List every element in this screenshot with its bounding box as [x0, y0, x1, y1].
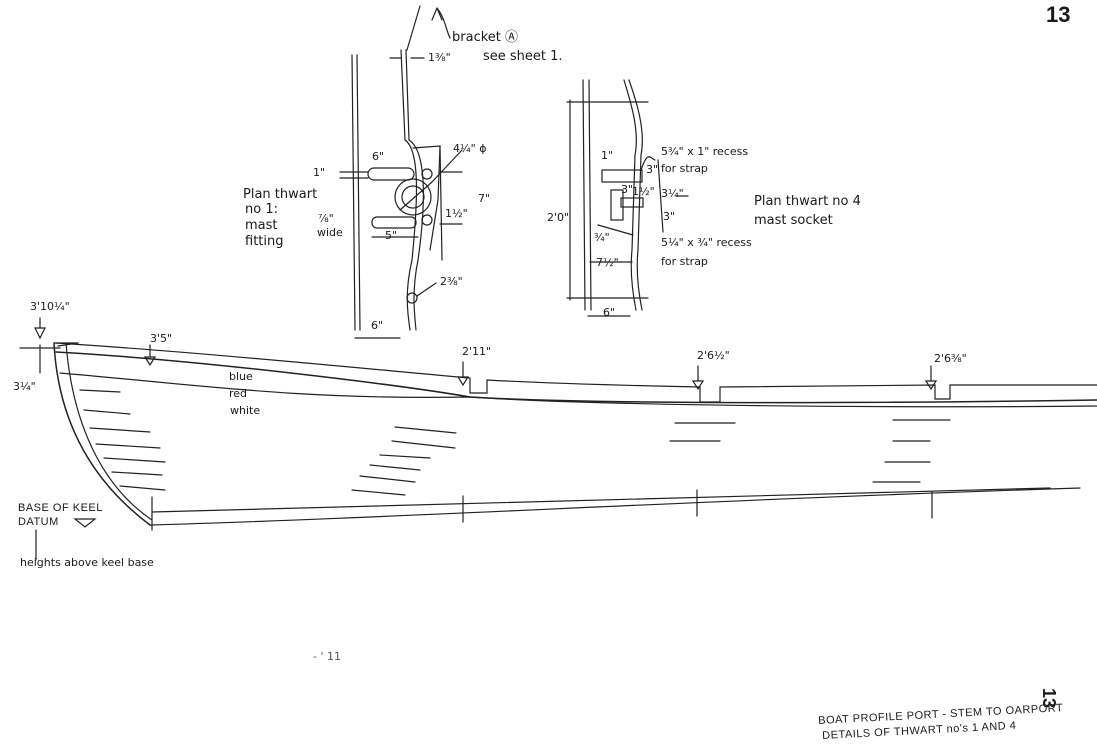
dim-circle: 4¼" ϕ	[453, 142, 487, 155]
dim-5: 5"	[385, 229, 398, 242]
dim-1: 1"	[313, 166, 326, 179]
wide-label: wide	[317, 226, 343, 239]
dim-6-top: 6"	[372, 150, 385, 163]
thwart-2-height: 2'6½"	[697, 349, 730, 362]
socket-dim-1-5: 1½"	[632, 185, 655, 198]
line-label-white: white	[230, 404, 261, 417]
stem-offset-label: 3¼"	[13, 380, 36, 393]
socket-dim-3-4: ¾"	[594, 231, 610, 244]
socket-dim-6: 6"	[603, 306, 616, 319]
socket-dim-1: 1"	[601, 149, 614, 162]
dim-2-3-8: 2⅜"	[440, 275, 463, 288]
stray-mark: - ' 11	[313, 650, 341, 663]
dim-1-3-8: 1⅜"	[428, 51, 451, 64]
socket-dim-3c: 3"	[663, 210, 676, 223]
for-strap-bottom: for strap	[661, 255, 708, 268]
keel-base-note: heights above keel base	[20, 556, 154, 569]
dim-7-8: ⅞"	[318, 212, 334, 225]
mast-fitting-title-4: fitting	[245, 234, 284, 249]
socket-dim-3-1-4: 3¼"	[661, 187, 684, 200]
mast-fitting-title-3: mast	[245, 218, 278, 233]
line-label-blue: blue	[229, 370, 253, 383]
mast-fitting-detail	[339, 5, 463, 339]
datum-label-2: DATUM	[18, 516, 59, 528]
mast-fitting-title-2: no 1:	[245, 202, 278, 217]
socket-dim-2-0: 2'0"	[547, 211, 570, 224]
mast-socket-title-1: Plan thwart no 4	[754, 194, 861, 209]
recess-top: 5¾" x 1" recess	[661, 145, 749, 158]
sheer-height-label: 3'5"	[150, 332, 173, 345]
bracket-label: bracket Ⓐ	[452, 30, 519, 45]
stem-height-label: 3'10¼"	[30, 300, 70, 313]
socket-dim-7-5: 7½"	[596, 256, 619, 269]
socket-dim-3a: 3"	[621, 183, 634, 196]
mast-socket-detail	[566, 79, 689, 317]
mast-socket-title-2: mast socket	[754, 213, 833, 228]
mast-fitting-title-1: Plan thwart	[243, 187, 318, 202]
datum-label-1: BASE OF KEEL	[18, 502, 103, 514]
for-strap-top: for strap	[661, 162, 708, 175]
line-label-red: red	[229, 387, 248, 400]
dim-1-5: 1½"	[445, 207, 468, 220]
dim-6-bottom: 6"	[371, 319, 384, 332]
see-sheet-note: see sheet 1.	[483, 49, 563, 64]
thwart-1-height: 2'11"	[462, 345, 492, 358]
page-number: 13	[1046, 2, 1071, 27]
thwart-3-height: 2'6⅜"	[934, 352, 967, 365]
dim-7: 7"	[478, 192, 491, 205]
recess-bottom: 5¼" x ¾" recess	[661, 236, 752, 249]
socket-dim-3b: 3"	[646, 163, 659, 176]
